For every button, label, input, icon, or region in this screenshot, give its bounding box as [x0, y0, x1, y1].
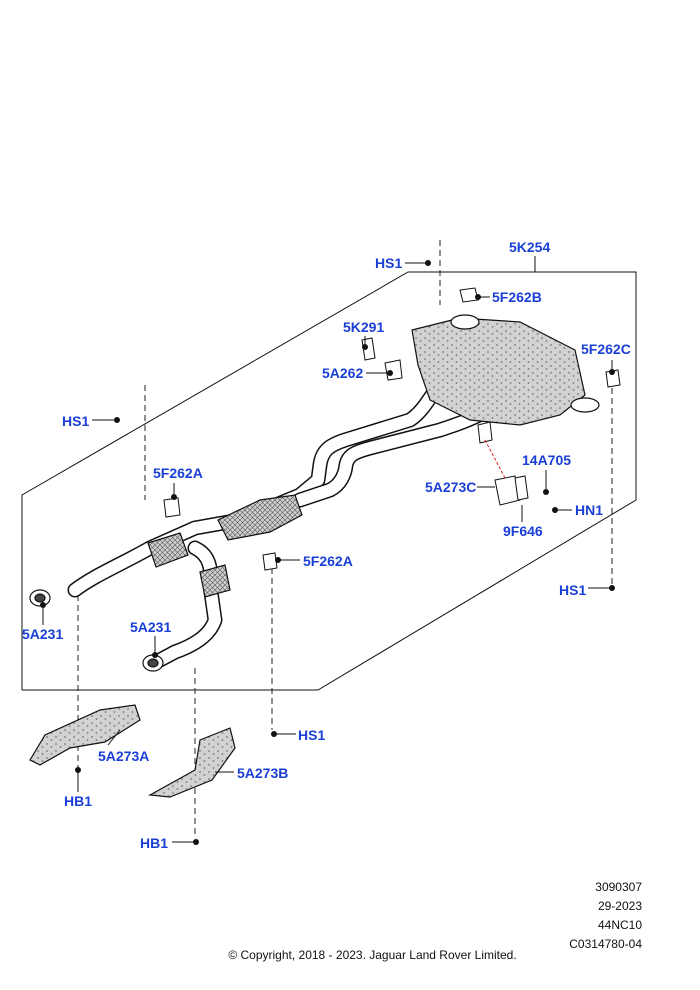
front-flanges — [29, 589, 164, 672]
callout-hb1-left: HB1 — [64, 793, 92, 809]
callout-hn1: HN1 — [575, 502, 603, 518]
callout-5k254: 5K254 — [509, 239, 550, 255]
callout-5a231-left: 5A231 — [22, 626, 63, 642]
exhaust-pipes — [67, 377, 493, 668]
catalytic-converters — [147, 494, 303, 598]
callout-5a262: 5A262 — [322, 365, 363, 381]
callout-5f262b: 5F262B — [492, 289, 542, 305]
callout-hs1-bottom: HS1 — [298, 727, 325, 743]
callout-5f262a-upper: 5F262A — [153, 465, 203, 481]
callout-hs1-left: HS1 — [62, 413, 89, 429]
red-leader — [484, 439, 506, 479]
callout-leaders — [42, 256, 613, 843]
callout-5a273b: 5A273B — [237, 765, 288, 781]
callout-hb1-bottom: HB1 — [140, 835, 168, 851]
heat-shields — [29, 704, 236, 798]
drawing-meta: 3090307 29-2023 44NC10 C0314780-04 — [569, 878, 642, 954]
drawing-ref: C0314780-04 — [569, 937, 642, 951]
callout-hs1-top: HS1 — [375, 255, 402, 271]
callout-hs1-right: HS1 — [559, 582, 586, 598]
drawing-date: 29-2023 — [597, 899, 642, 913]
callout-9f646: 9F646 — [503, 523, 543, 539]
callout-5f262a-lower: 5F262A — [303, 553, 353, 569]
rear-silencer — [411, 314, 600, 426]
drawing-number: 3090307 — [595, 880, 642, 894]
callout-5a231-mid: 5A231 — [130, 619, 171, 635]
copyright-notice: © Copyright, 2018 - 2023. Jaguar Land Ro… — [228, 948, 517, 962]
callout-5k291: 5K291 — [343, 319, 384, 335]
callout-5a273a: 5A273A — [98, 748, 149, 764]
callout-5f262c: 5F262C — [581, 341, 631, 357]
callout-5a273c: 5A273C — [425, 479, 476, 495]
callout-14a705: 14A705 — [522, 452, 571, 468]
drawing-code: 44NC10 — [597, 918, 642, 932]
assembly-outline — [21, 271, 637, 691]
fasteners — [40, 260, 615, 845]
